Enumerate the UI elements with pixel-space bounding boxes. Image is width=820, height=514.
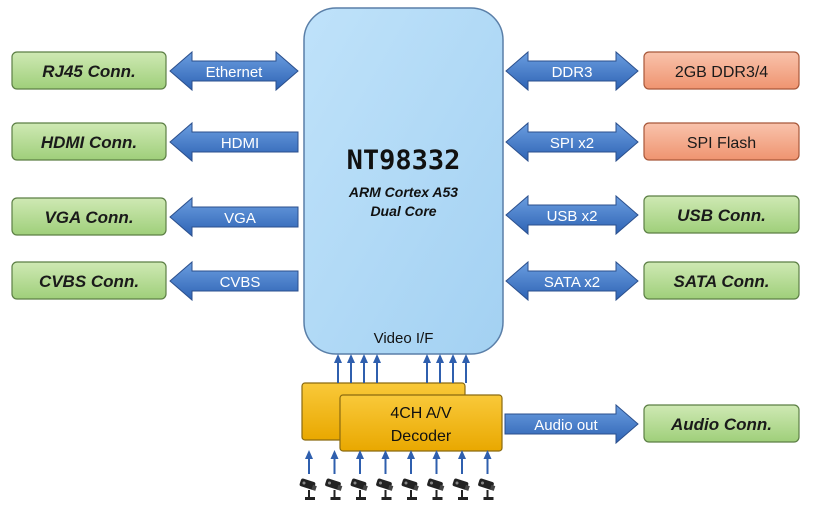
ddr-memory-label: 2GB DDR3/4 — [675, 64, 768, 81]
hdmi-arrow: HDMI — [169, 121, 299, 163]
hdmi-label: HDMI Conn. — [41, 133, 137, 152]
cctv-camera-icon — [427, 478, 445, 500]
decoder-label-line1: 4CH A/V — [390, 405, 452, 422]
usb-conn-label: USB Conn. — [677, 206, 766, 225]
usb-connector: USB Conn. — [643, 195, 800, 234]
camera-input — [299, 450, 317, 500]
ddr3-label: DDR3 — [552, 64, 593, 81]
sata-conn-label: SATA Conn. — [674, 272, 770, 291]
cctv-camera-icon — [350, 478, 368, 500]
video-bus-arrow — [347, 354, 355, 383]
cvbs-connector: CVBS Conn. — [11, 261, 167, 300]
soc-cpu-label: ARM Cortex A53 — [348, 184, 458, 200]
camera-input — [376, 450, 394, 500]
cctv-camera-icon — [325, 478, 343, 500]
camera-input — [427, 450, 445, 500]
audio-connector: Audio Conn. — [643, 404, 800, 443]
camera-input — [350, 450, 368, 500]
cvbs-arrow: CVBS — [169, 260, 299, 302]
sata-arrow: SATA x2 — [505, 260, 639, 302]
camera-inputs — [299, 450, 496, 500]
hdmi-connector: HDMI Conn. — [11, 122, 167, 161]
video-if-label: Video I/F — [374, 330, 434, 347]
soc-core-label: Dual Core — [370, 203, 436, 219]
vga-label: VGA Conn. — [44, 208, 133, 227]
video-bus-arrow — [360, 354, 368, 383]
video-bus-arrow — [423, 354, 431, 383]
usb-arrow: USB x2 — [505, 194, 639, 236]
video-bus-arrow — [436, 354, 444, 383]
video-bus-arrow — [373, 354, 381, 383]
camera-input — [401, 450, 419, 500]
cvbs-label: CVBS Conn. — [39, 272, 139, 291]
video-bus-arrow — [462, 354, 470, 383]
hdmi-signal-label: HDMI — [221, 135, 259, 152]
camera-input — [452, 450, 470, 500]
vga-arrow: VGA — [169, 196, 299, 238]
ethernet-label: Ethernet — [206, 64, 264, 81]
soc-block — [303, 7, 504, 355]
sata-label: SATA x2 — [544, 274, 600, 291]
ethernet-arrow: Ethernet — [169, 50, 299, 92]
video-bus-arrow — [334, 354, 342, 383]
camera-input — [478, 450, 496, 500]
spi-label: SPI x2 — [550, 135, 594, 152]
vga-signal-label: VGA — [224, 210, 256, 227]
ddr-memory-block: 2GB DDR3/4 — [643, 51, 800, 90]
audio-out-label: Audio out — [534, 417, 598, 434]
cctv-camera-icon — [376, 478, 394, 500]
soc-name: NT98332 — [347, 145, 461, 176]
cctv-camera-icon — [299, 478, 317, 500]
decoder-label-line2: Decoder — [391, 428, 452, 445]
ddr3-arrow: DDR3 — [505, 50, 639, 92]
spi-flash-block: SPI Flash — [643, 122, 800, 161]
camera-input — [325, 450, 343, 500]
cctv-camera-icon — [452, 478, 470, 500]
spi-flash-label: SPI Flash — [687, 135, 756, 152]
audio-conn-label: Audio Conn. — [670, 415, 772, 434]
sata-connector: SATA Conn. — [643, 261, 800, 300]
decoder-block-front — [339, 394, 503, 452]
cctv-camera-icon — [401, 478, 419, 500]
video-bus-arrows — [334, 354, 470, 383]
audio-arrow: Audio out — [504, 403, 639, 445]
rj45-connector: RJ45 Conn. — [11, 51, 167, 90]
cctv-camera-icon — [478, 478, 496, 500]
vga-connector: VGA Conn. — [11, 197, 167, 236]
usb-label: USB x2 — [547, 208, 598, 225]
video-bus-arrow — [449, 354, 457, 383]
spi-arrow: SPI x2 — [505, 121, 639, 163]
rj45-label: RJ45 Conn. — [42, 62, 136, 81]
cvbs-signal-label: CVBS — [220, 274, 261, 291]
